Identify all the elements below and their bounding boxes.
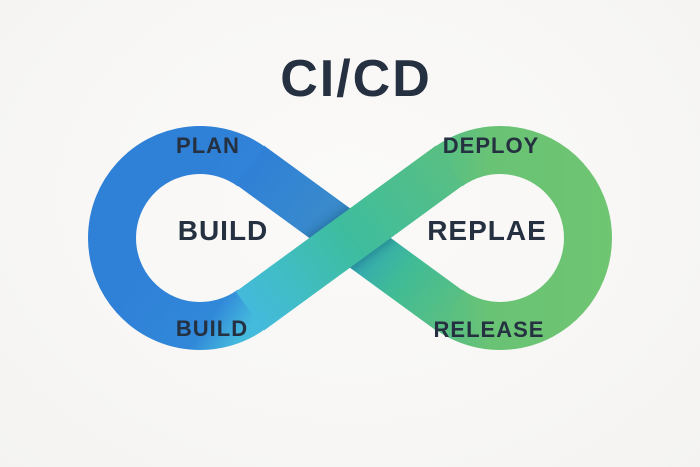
label-plan: PLAN bbox=[176, 133, 240, 158]
label-replae: REPLAE bbox=[427, 215, 547, 246]
left-loop-arc bbox=[88, 126, 267, 350]
label-deploy: DEPLOY bbox=[442, 133, 540, 158]
label-build-bottom: BUILD bbox=[175, 316, 249, 341]
right-loop-arc bbox=[433, 126, 612, 350]
label-build-center: BUILD bbox=[177, 215, 269, 246]
label-release: RELEASE bbox=[433, 317, 545, 342]
ascending-band bbox=[235, 145, 465, 331]
page-title: CI/CD bbox=[280, 50, 432, 108]
